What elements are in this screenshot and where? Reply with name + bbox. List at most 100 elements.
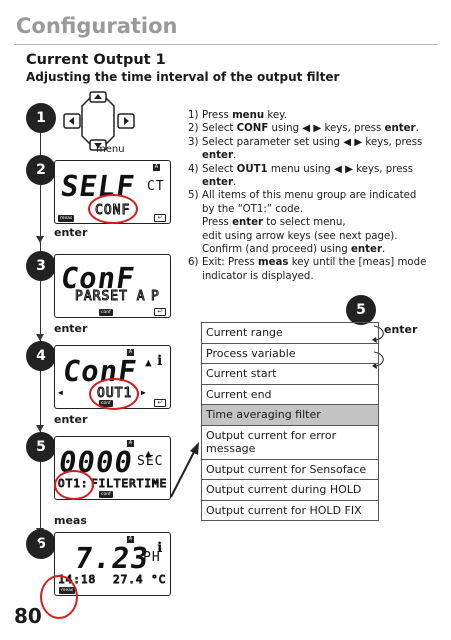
warning-icon: ▲: [145, 447, 152, 460]
step-1-badge: 1: [26, 103, 56, 133]
instruction-item: 6)Exit: Press meas key until the [meas] …: [188, 256, 428, 283]
menu-item: Time averaging filter: [202, 405, 378, 426]
instruction-item: 5)All items of this menu group are indic…: [188, 189, 428, 256]
menu-item: Process variable: [202, 344, 378, 364]
flow-arrow: [36, 236, 44, 243]
lcd-display-5: A ▲ 0000 SEC OT1: FILTERTIME conf: [54, 436, 171, 500]
step-4-badge: 4: [26, 341, 56, 371]
instruction-keyword: menu: [232, 110, 265, 121]
instruction-text: Press: [202, 217, 233, 229]
instruction-keyword: meas: [258, 257, 289, 269]
menu-item: Current range: [202, 323, 378, 344]
instruction-number: 3): [188, 136, 199, 148]
page-subheading: Adjusting the time interval of the outpu…: [26, 70, 340, 84]
auto-indicator: A: [127, 536, 134, 543]
step-2-badge: 2: [26, 155, 56, 185]
instruction-number: 6): [188, 257, 199, 269]
enter-symbol: ↵: [154, 308, 166, 316]
enter-symbol: ↵: [154, 214, 166, 222]
meas-mode-dot: [28, 540, 40, 552]
lcd-main-text: 7.23: [72, 541, 152, 575]
section-title: Configuration: [16, 14, 178, 38]
keypad-icon[interactable]: [60, 90, 138, 152]
right-arrow-icon: ▶: [141, 388, 146, 397]
instruction-keyword: enter: [232, 217, 264, 229]
menu-item: Output current for error message: [202, 426, 378, 460]
instruction-text: Select: [202, 163, 237, 175]
instruction-text: edit using arrow keys (see next page).: [202, 230, 398, 242]
instruction-number: 4): [188, 163, 199, 175]
instruction-keyword: enter: [202, 150, 233, 162]
instruction-text: Select: [202, 123, 237, 135]
instruction-number: 1): [188, 110, 199, 121]
enter-symbol: ↵: [154, 399, 166, 407]
instruction-text: All items of this menu group are indicat…: [202, 190, 417, 215]
menu-item: Current start: [202, 364, 378, 385]
instruction-text: to select menu,: [263, 217, 346, 229]
instruction-keyword: enter: [384, 123, 416, 135]
instruction-text: Select parameter set using ◀ ▶ keys, pre…: [202, 136, 423, 148]
auto-indicator: A: [127, 349, 134, 356]
instruction-text: Exit: Press: [202, 257, 259, 269]
instruction-text: .: [415, 123, 419, 135]
instruction-text: Press: [202, 110, 233, 121]
instruction-keyword: OUT1: [236, 163, 268, 175]
instruction-text: .: [232, 150, 237, 162]
lcd-sub-text: FILTERTIME: [90, 477, 168, 491]
lcd-display-4: A ▲ i ConF ◀ OUT1 ▶ conf ↵: [54, 345, 171, 410]
info-icon: i: [157, 540, 163, 556]
instruction-text: key.: [264, 110, 287, 121]
instruction-item: 2)Select CONF using ◀ ▶ keys, press ente…: [188, 122, 428, 135]
instruction-text: .: [232, 177, 237, 189]
menu-key-label: menu: [96, 144, 125, 155]
instruction-keyword: CONF: [236, 123, 269, 135]
flow-arrow: [36, 425, 44, 432]
instruction-text: using ◀ ▶ keys, press: [268, 123, 385, 135]
instruction-text: .: [381, 244, 386, 256]
instruction-text: key until the [meas] mode indicator is d…: [202, 257, 427, 282]
instruction-number: 2): [188, 123, 199, 135]
step-5-badge: 5: [26, 432, 56, 462]
instruction-text: menu using ◀ ▶ keys, press: [267, 163, 414, 175]
enter-label-3: enter: [54, 413, 88, 426]
info-icon: i: [157, 353, 163, 369]
lcd-sub-suffix: P: [151, 289, 160, 305]
enter-label-1: enter: [54, 226, 88, 239]
conf-mode-tag: conf: [99, 309, 113, 316]
page-number: 80: [14, 604, 42, 628]
highlight-circle: [88, 194, 138, 224]
meas-mode-tag: meas: [58, 215, 75, 222]
header-rule: [14, 44, 438, 45]
left-arrow-icon: ◀: [58, 388, 63, 397]
meas-label: meas: [54, 514, 87, 527]
instruction-item: 4)Select OUT1 menu using ◀ ▶ keys, press…: [188, 163, 428, 190]
instruction-keyword: enter: [351, 244, 382, 256]
menu-item: Output current for Sensoface: [202, 460, 378, 480]
auto-indicator: A: [127, 440, 134, 447]
lcd-display-3: ConF PARSET A P conf ↵: [54, 254, 171, 318]
step-3-badge: 3: [26, 251, 56, 281]
instruction-keyword: enter: [202, 177, 233, 189]
menu-enter-label: enter: [384, 323, 418, 336]
lcd-display-2: A SELF CT CONF meas ↵: [54, 160, 171, 224]
lcd-unit: SEC: [137, 454, 164, 469]
step-5-menu-badge: 5: [346, 295, 376, 325]
lcd-unit: PH: [143, 550, 161, 565]
enter-label-2: enter: [54, 322, 88, 335]
menu-item: Current end: [202, 385, 378, 405]
menu-item: Output current for HOLD FIX: [206, 503, 362, 517]
conf-mode-tag: conf: [99, 491, 113, 498]
instruction-text: Confirm (and proceed) using: [202, 244, 352, 256]
menu-item: Output current during HOLD: [202, 480, 378, 501]
highlight-circle: [54, 470, 94, 500]
lcd-main-suffix: CT: [147, 179, 165, 194]
lcd-sub-text: PARSET A: [75, 289, 146, 305]
auto-indicator: A: [153, 164, 160, 171]
instruction-list: 1)Press menu key.2)Select CONF using ◀ ▶…: [188, 109, 428, 283]
page-heading: Current Output 1: [26, 52, 166, 68]
pointer-arrow: [170, 442, 199, 498]
highlight-circle: [89, 378, 139, 410]
lcd-temperature: 27.4 °C: [112, 573, 167, 587]
instruction-number: 5): [188, 190, 199, 202]
flow-arrow: [36, 334, 44, 341]
